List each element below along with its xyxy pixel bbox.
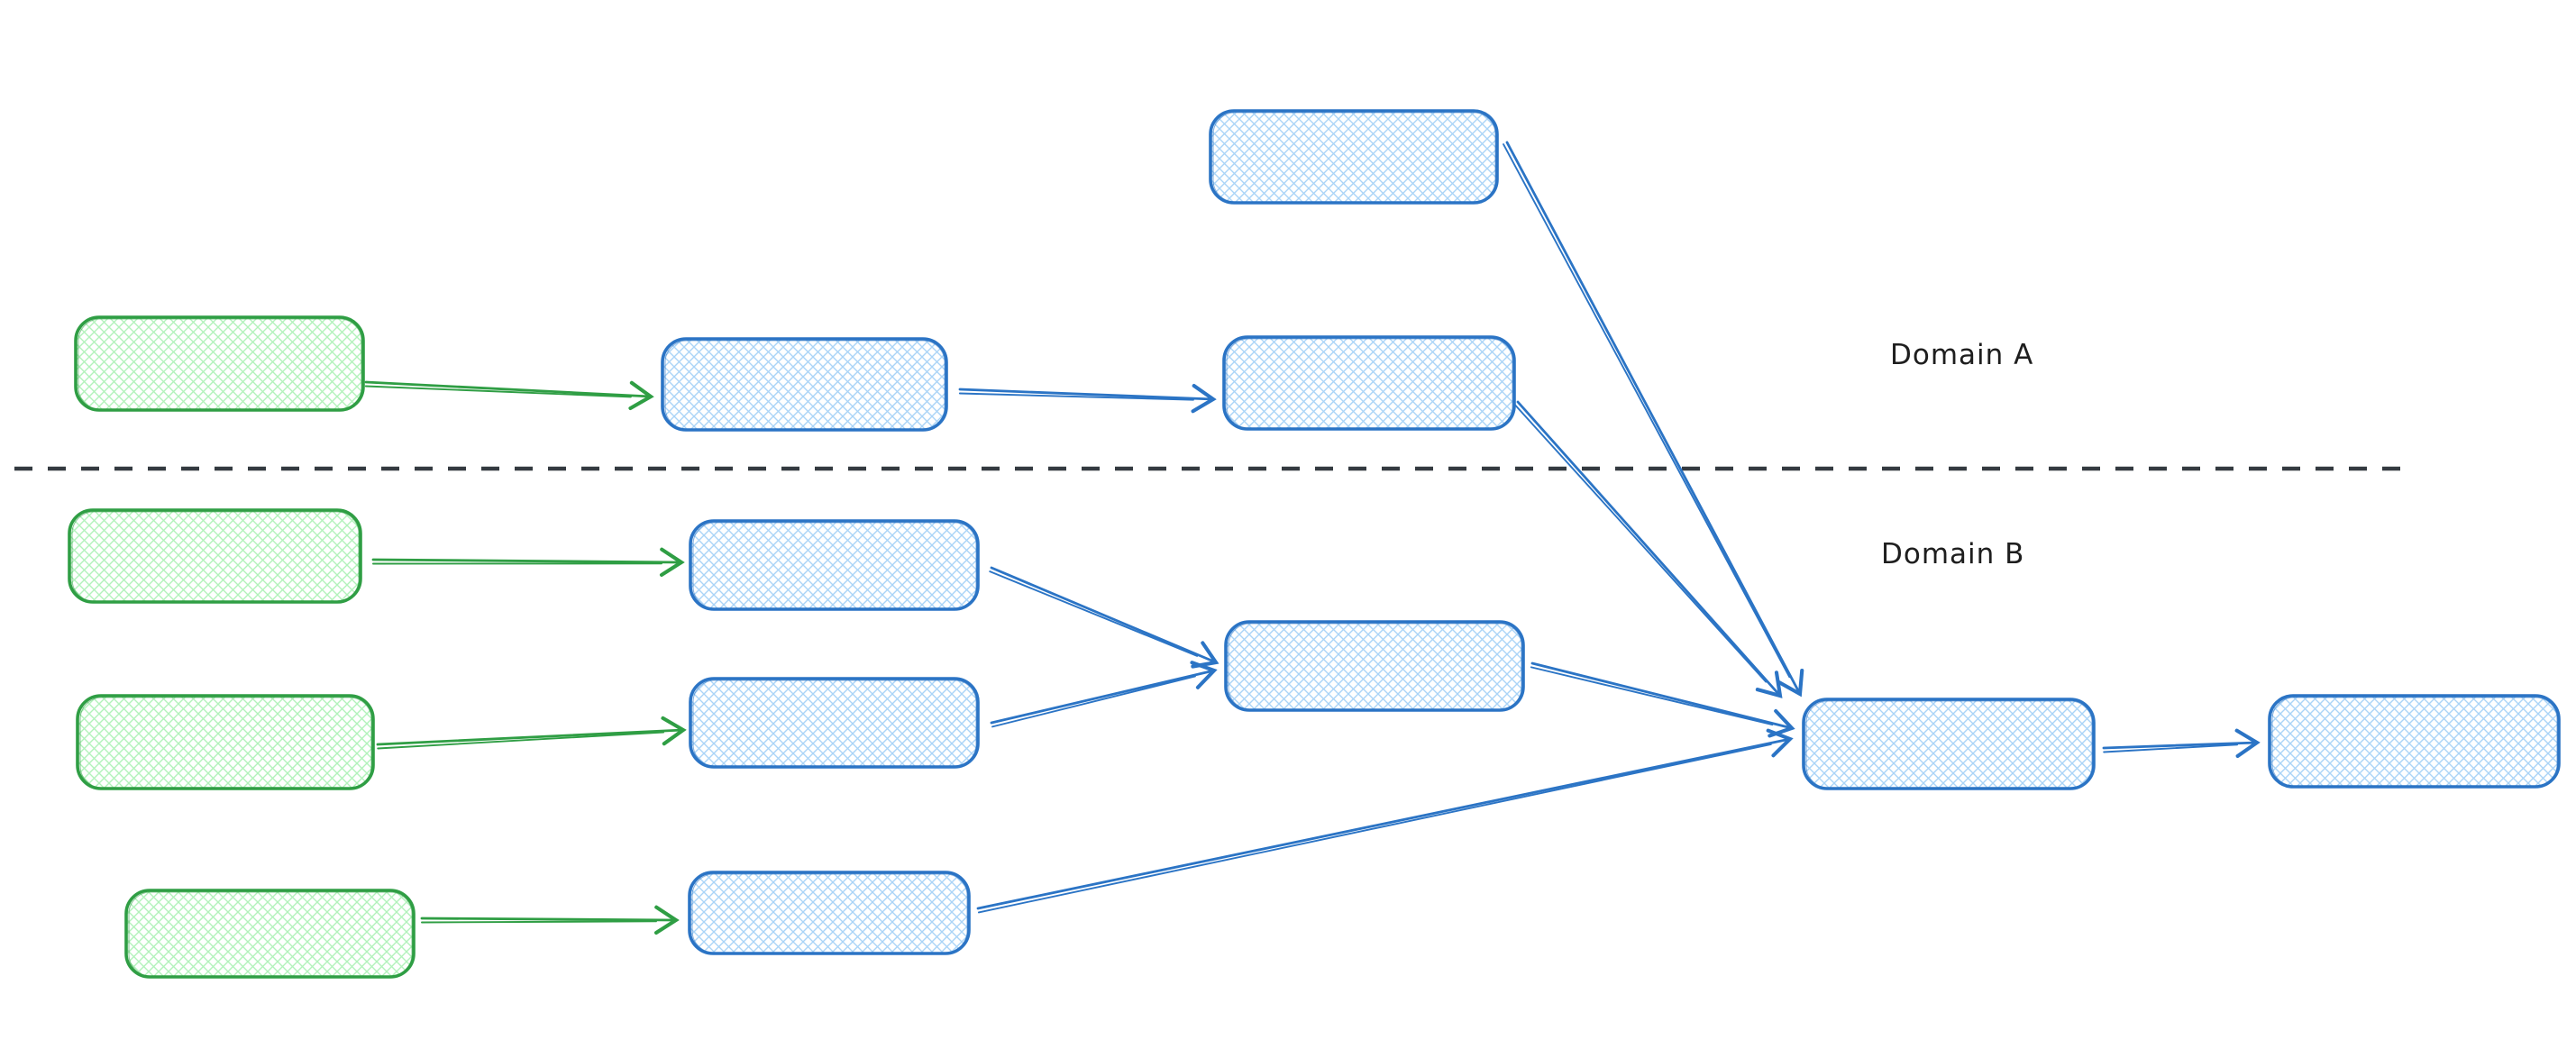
arrow-top-source-to-sink [1503,141,1804,698]
node-output [2268,694,2561,789]
node-a-input [74,315,365,412]
arrow-b-stage1-3-to-sink [976,728,1794,914]
node-a-stage2 [1222,335,1516,431]
arrow-b-stage1-2-to-b-merge [990,661,1218,728]
label-domain-b: Domain B [1881,538,2024,570]
node-b-input-1 [68,508,362,604]
arrow-b-stage1-1-to-b-merge [989,566,1219,669]
node-b-stage1-1 [689,519,980,611]
node-sink [1802,698,2096,790]
arrow-b-input-3-to-b-stage1-3 [420,905,680,935]
label-domain-a: Domain A [1890,339,2033,371]
node-b-input-2 [76,694,375,790]
node-b-input-3 [124,889,416,979]
arrow-a-stage1-to-a-stage2 [958,383,1217,414]
node-top-source [1209,109,1499,205]
arrow-a-stage2-to-sink [1513,400,1783,698]
arrow-b-merge-to-sink [1530,661,1795,738]
node-b-stage1-2 [689,677,980,769]
node-a-stage1 [661,337,948,432]
node-b-stage1-3 [688,871,971,955]
node-b-merge [1224,620,1525,712]
arrow-sink-to-output [2102,728,2261,758]
arrow-b-input-1-to-b-stage1-1 [371,547,685,578]
arrow-a-input-to-a-stage1 [364,380,654,411]
arrow-b-input-2-to-b-stage1-2 [376,716,687,750]
